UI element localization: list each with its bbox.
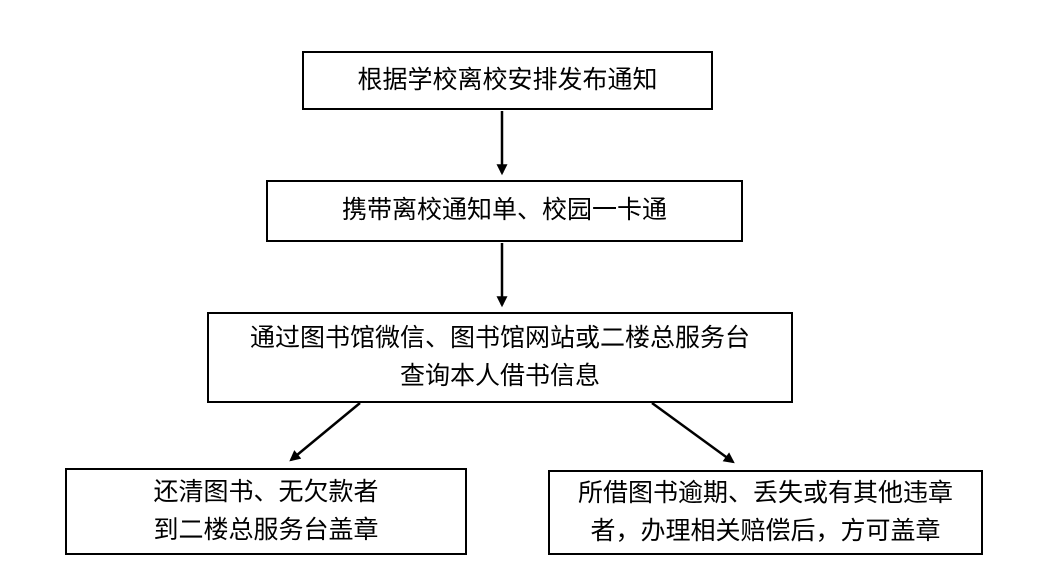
node-settle-compensation: 所借图书逾期、丢失或有其他违章 者，办理相关赔偿后，方可盖章 [548,470,983,555]
node-settle-compensation-text-line1: 所借图书逾期、丢失或有其他违章 [577,479,953,507]
node-stamp-cleared-text-line1: 还清图书、无欠款者 [153,478,379,506]
node-query-loans: 通过图书馆微信、图书馆网站或二楼总服务台 查询本人借书信息 [207,312,793,403]
node-bring-items: 携带离校通知单、校园一卡通 [266,180,743,242]
node-query-loans-text-line2: 查询本人借书信息 [399,362,600,390]
node-stamp-cleared: 还清图书、无欠款者 到二楼总服务台盖章 [65,468,467,555]
node-stamp-cleared-text-line2: 到二楼总服务台盖章 [153,516,379,544]
node-publish-notice-text: 根据学校离校安排发布通知 [357,66,658,94]
node-settle-compensation-text-line2: 者，办理相关赔偿后，方可盖章 [590,517,941,545]
arrow-query-to-stamp [289,402,361,462]
node-query-loans-text-line1: 通过图书馆微信、图书馆网站或二楼总服务台 [249,324,750,352]
node-bring-items-text: 携带离校通知单、校园一卡通 [341,197,667,224]
arrow-query-to-compensation [651,401,735,464]
node-publish-notice: 根据学校离校安排发布通知 [302,51,713,110]
